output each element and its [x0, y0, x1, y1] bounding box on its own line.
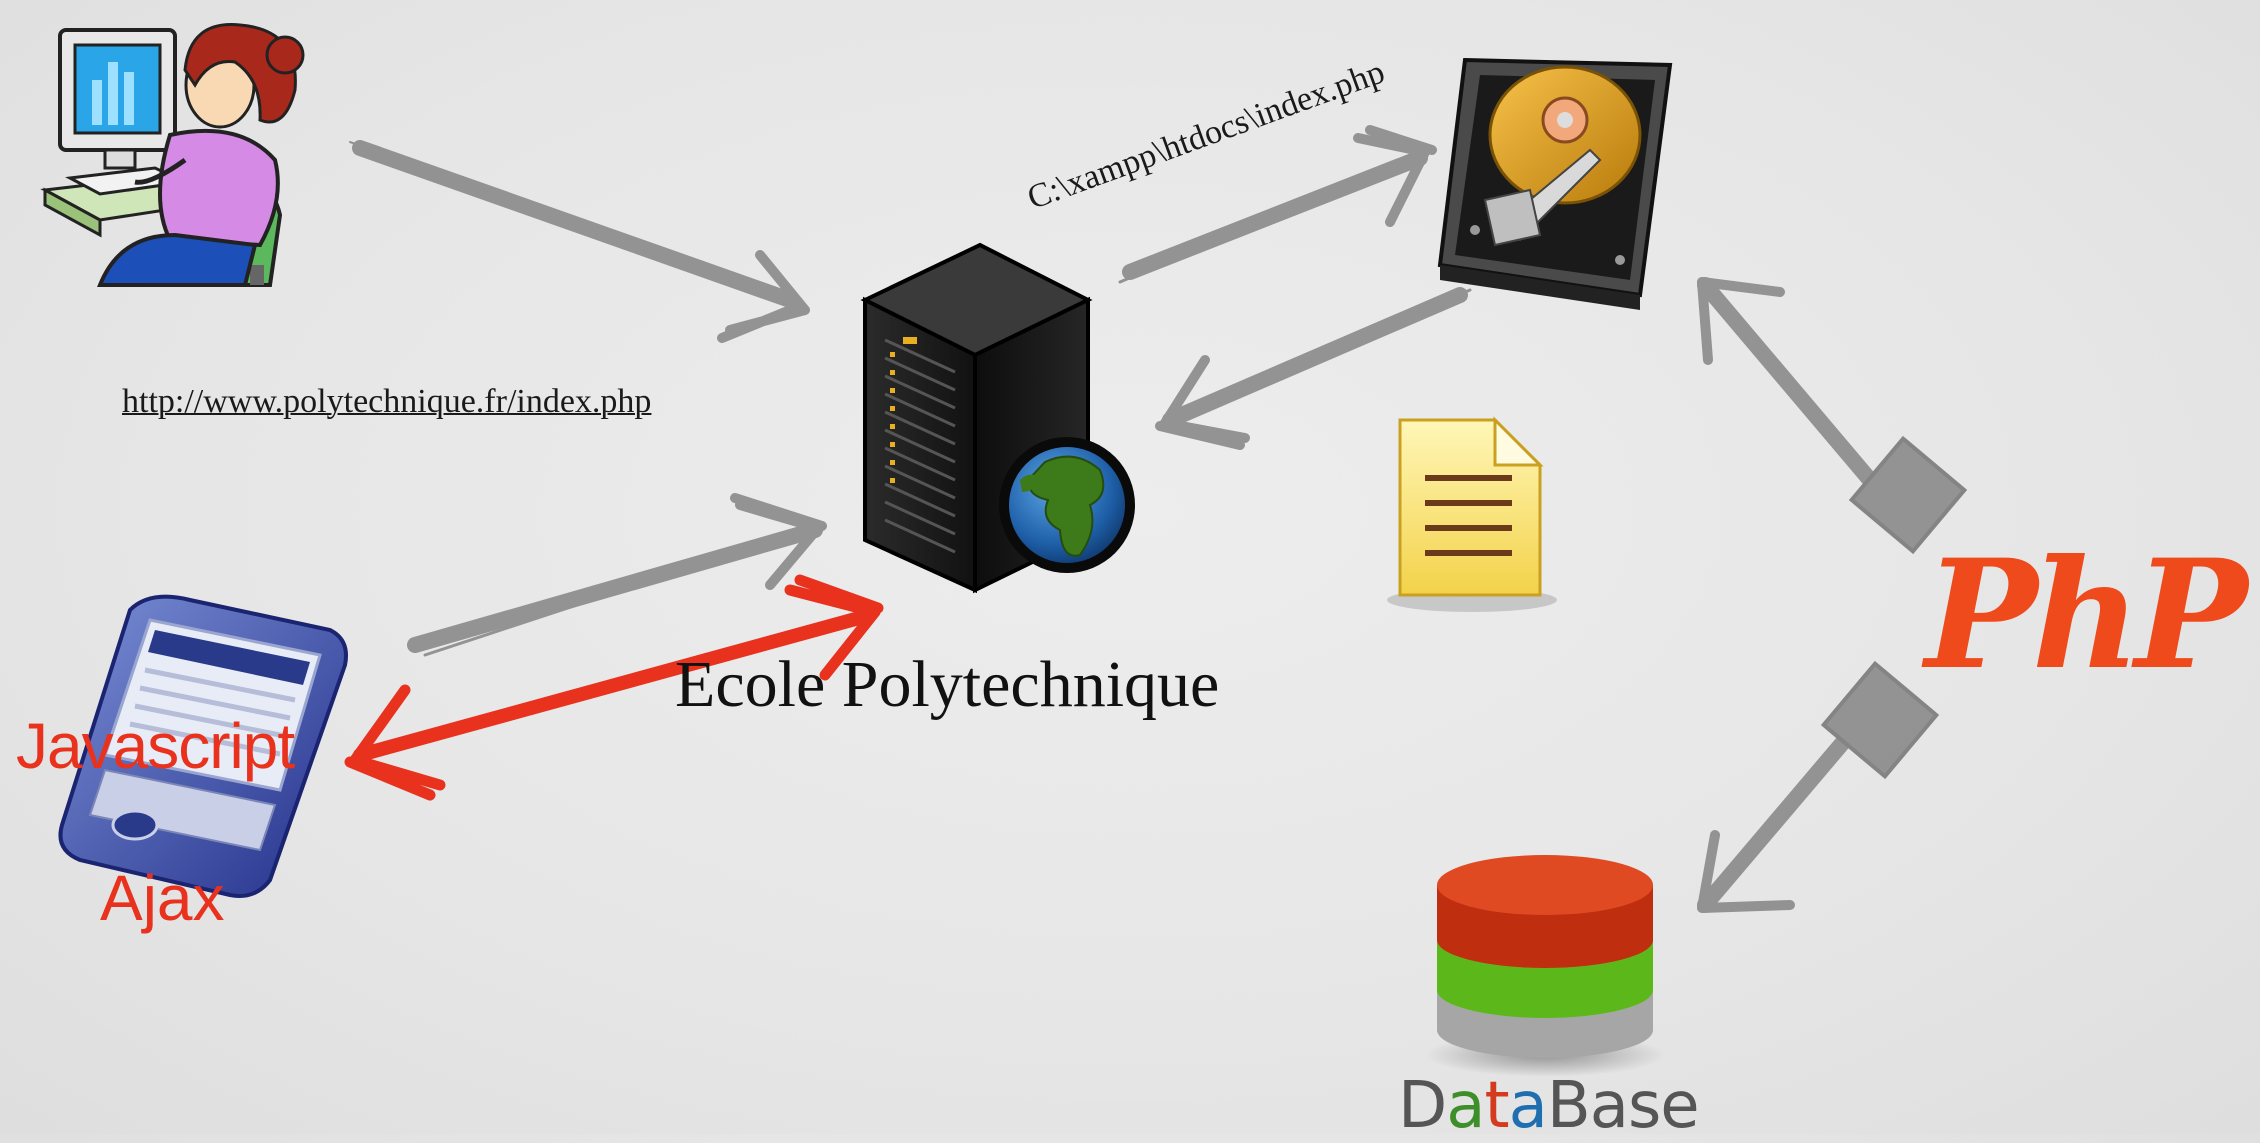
document-icon: [1387, 416, 1557, 612]
database-label: DataBase: [1398, 1074, 1700, 1138]
arrow-server-to-disk: [1118, 125, 1437, 284]
url-label[interactable]: http://www.polytechnique.fr/index.php: [122, 383, 652, 420]
computer-user-icon: [40, 23, 305, 287]
database-icon: [1425, 855, 1665, 1077]
database-label-part: a: [1446, 1069, 1485, 1143]
arrow-disk-to-server: [1155, 287, 1472, 450]
arrow-php-database: [1697, 660, 1940, 913]
database-label-part: D: [1398, 1069, 1447, 1143]
database-label-part: t: [1484, 1069, 1510, 1143]
arrow-user-to-server: [349, 140, 810, 343]
javascript-label: Javascript: [16, 710, 295, 782]
ajax-double-arrow: [344, 574, 884, 801]
server-label: Ecole Polytechnique: [675, 648, 1220, 721]
globe-icon: [999, 437, 1135, 573]
database-label-part: Base: [1546, 1069, 1700, 1143]
database-label-part: a: [1508, 1069, 1548, 1143]
arrow-php-disk: [1697, 277, 1968, 555]
arrow-phone-to-server: [407, 493, 827, 657]
ajax-label: Ajax: [100, 862, 225, 934]
hard-drive-icon: [1437, 57, 1673, 310]
php-label: PhP: [1925, 527, 2248, 703]
mobile-phone-icon: [58, 594, 348, 898]
